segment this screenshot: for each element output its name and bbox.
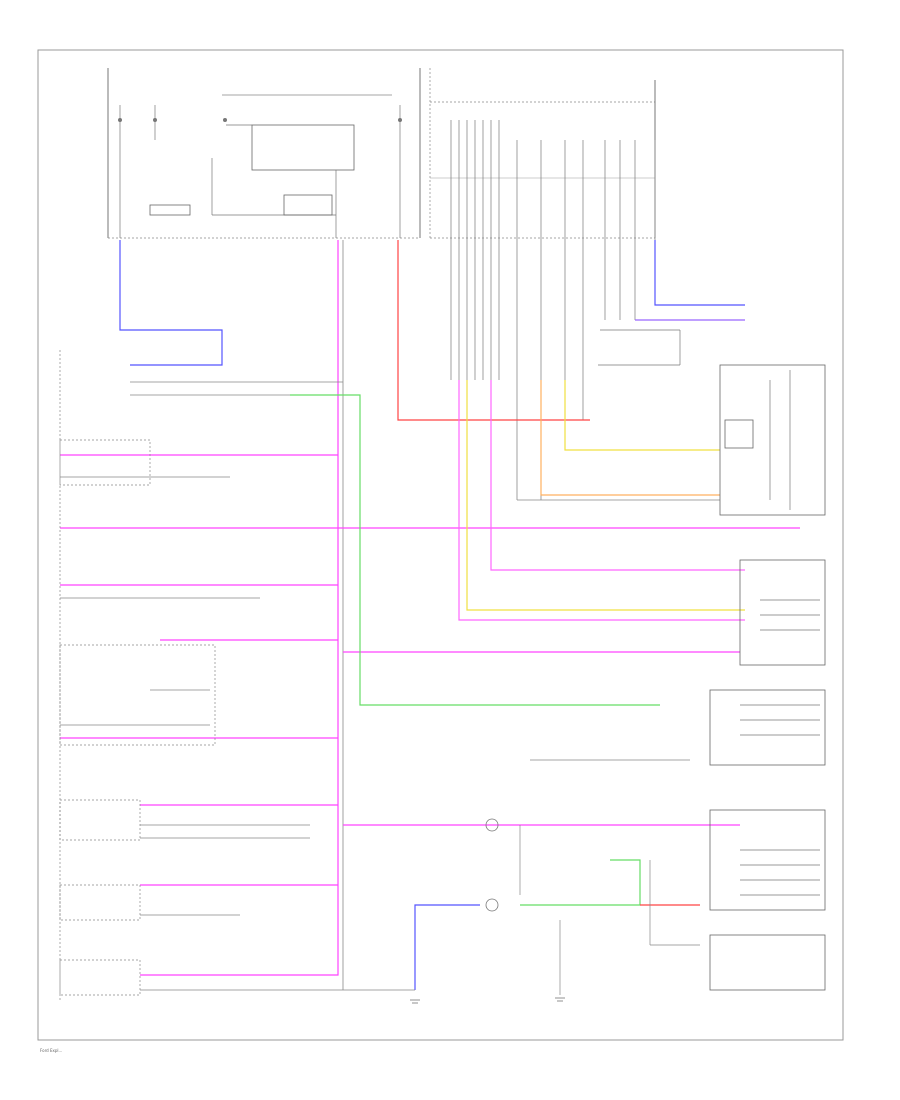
ground-symbol-1 (410, 999, 420, 1004)
wire-blue-left (119, 240, 223, 366)
wire-red (397, 240, 590, 421)
wire-yellow-2 (564, 380, 720, 451)
wire-pink-2 (490, 380, 745, 571)
footer-code: Ford Expl... (40, 1048, 62, 1053)
ground-symbol-2 (555, 997, 565, 1002)
wire-yellow (466, 380, 745, 611)
wire-green-upper (290, 394, 660, 706)
top-fuse-module (107, 68, 421, 239)
wire-pink-right (458, 380, 745, 621)
wire-blue-bottom (414, 904, 480, 990)
top-right-module (429, 68, 656, 239)
connector-circle-1 (485, 818, 499, 832)
gray-horizontals (60, 381, 700, 995)
wire-orange (540, 380, 720, 496)
diagram-frame (37, 49, 844, 1041)
wire-blue-top-right (654, 240, 745, 306)
wire-pink-bus (140, 240, 339, 976)
right-modules (709, 364, 826, 991)
pink-horizontals (60, 454, 800, 886)
wire-green-lower (520, 859, 641, 906)
left-switch-boxes (59, 350, 216, 1000)
connector-circle-2 (485, 898, 499, 912)
